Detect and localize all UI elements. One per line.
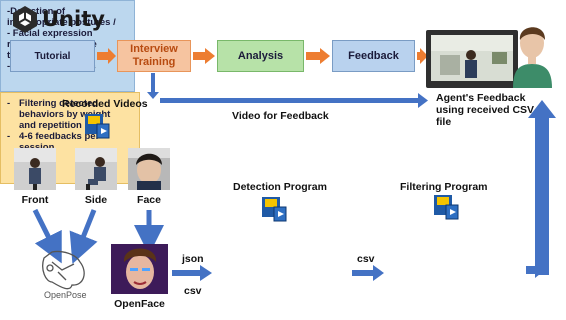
filtering-item: behaviors by weight bbox=[19, 109, 111, 120]
arrow-openface-to-detection bbox=[172, 265, 212, 281]
arrow-analysis-to-feedback bbox=[306, 48, 330, 64]
arrow-training-down bbox=[151, 73, 155, 93]
detection-item: inappropriate postures / bbox=[7, 17, 116, 28]
filtering-item: -Filtering detected bbox=[7, 98, 99, 109]
unity-cube-icon bbox=[13, 6, 37, 33]
format-csv2-label: csv bbox=[357, 253, 375, 265]
arrow-tutorial-to-training bbox=[97, 48, 116, 64]
video-for-feedback-label: Video for Feedback bbox=[232, 110, 329, 122]
detection-program-title: Detection Program bbox=[233, 181, 327, 193]
camera-face-view bbox=[128, 148, 170, 190]
format-csv-label: csv bbox=[184, 285, 202, 297]
arrow-feedback-right bbox=[417, 48, 428, 64]
face-label: Face bbox=[137, 194, 161, 206]
camera-front-view bbox=[14, 148, 56, 190]
filtering-program-icon bbox=[434, 195, 459, 220]
openpose-label: OpenPose bbox=[44, 290, 87, 300]
arrow-video-for-feedback bbox=[160, 98, 420, 103]
camera-side-view bbox=[75, 148, 117, 190]
format-json-label: json bbox=[182, 253, 204, 265]
step-tutorial: Tutorial bbox=[10, 40, 95, 72]
step-analysis: Analysis bbox=[217, 40, 304, 72]
filtering-item: -4-6 feedbacks per bbox=[7, 131, 100, 142]
step-feedback: Feedback bbox=[332, 40, 415, 72]
unity-logo: Unity bbox=[10, 4, 160, 36]
openpose-figure bbox=[42, 250, 85, 290]
front-label: Front bbox=[21, 194, 49, 206]
detection-item: -Detection of bbox=[7, 6, 66, 17]
openface-image bbox=[111, 244, 168, 294]
recorded-videos-icon bbox=[85, 114, 110, 139]
detection-program-icon bbox=[262, 197, 287, 222]
arrow-training-to-analysis bbox=[193, 48, 215, 64]
side-label: Side bbox=[84, 194, 108, 206]
detection-item: - Facial expression bbox=[7, 28, 93, 39]
recorded-videos-label: Recorded Videos bbox=[62, 98, 148, 110]
unity-wordmark: Unity bbox=[42, 7, 105, 31]
arrow-side-to-openpose bbox=[69, 209, 98, 264]
arrow-detection-to-filtering bbox=[352, 265, 384, 281]
arrow-front-to-openpose bbox=[32, 208, 62, 264]
filtering-item: and repetition bbox=[19, 120, 82, 131]
arrow-filter-out bbox=[526, 262, 545, 278]
openface-label: OpenFace bbox=[114, 298, 165, 310]
filtering-program-title: Filtering Program bbox=[400, 181, 488, 193]
arrow-filter-to-agent bbox=[535, 115, 549, 275]
filtering-item: session bbox=[19, 142, 55, 153]
agent-avatar bbox=[513, 27, 552, 88]
